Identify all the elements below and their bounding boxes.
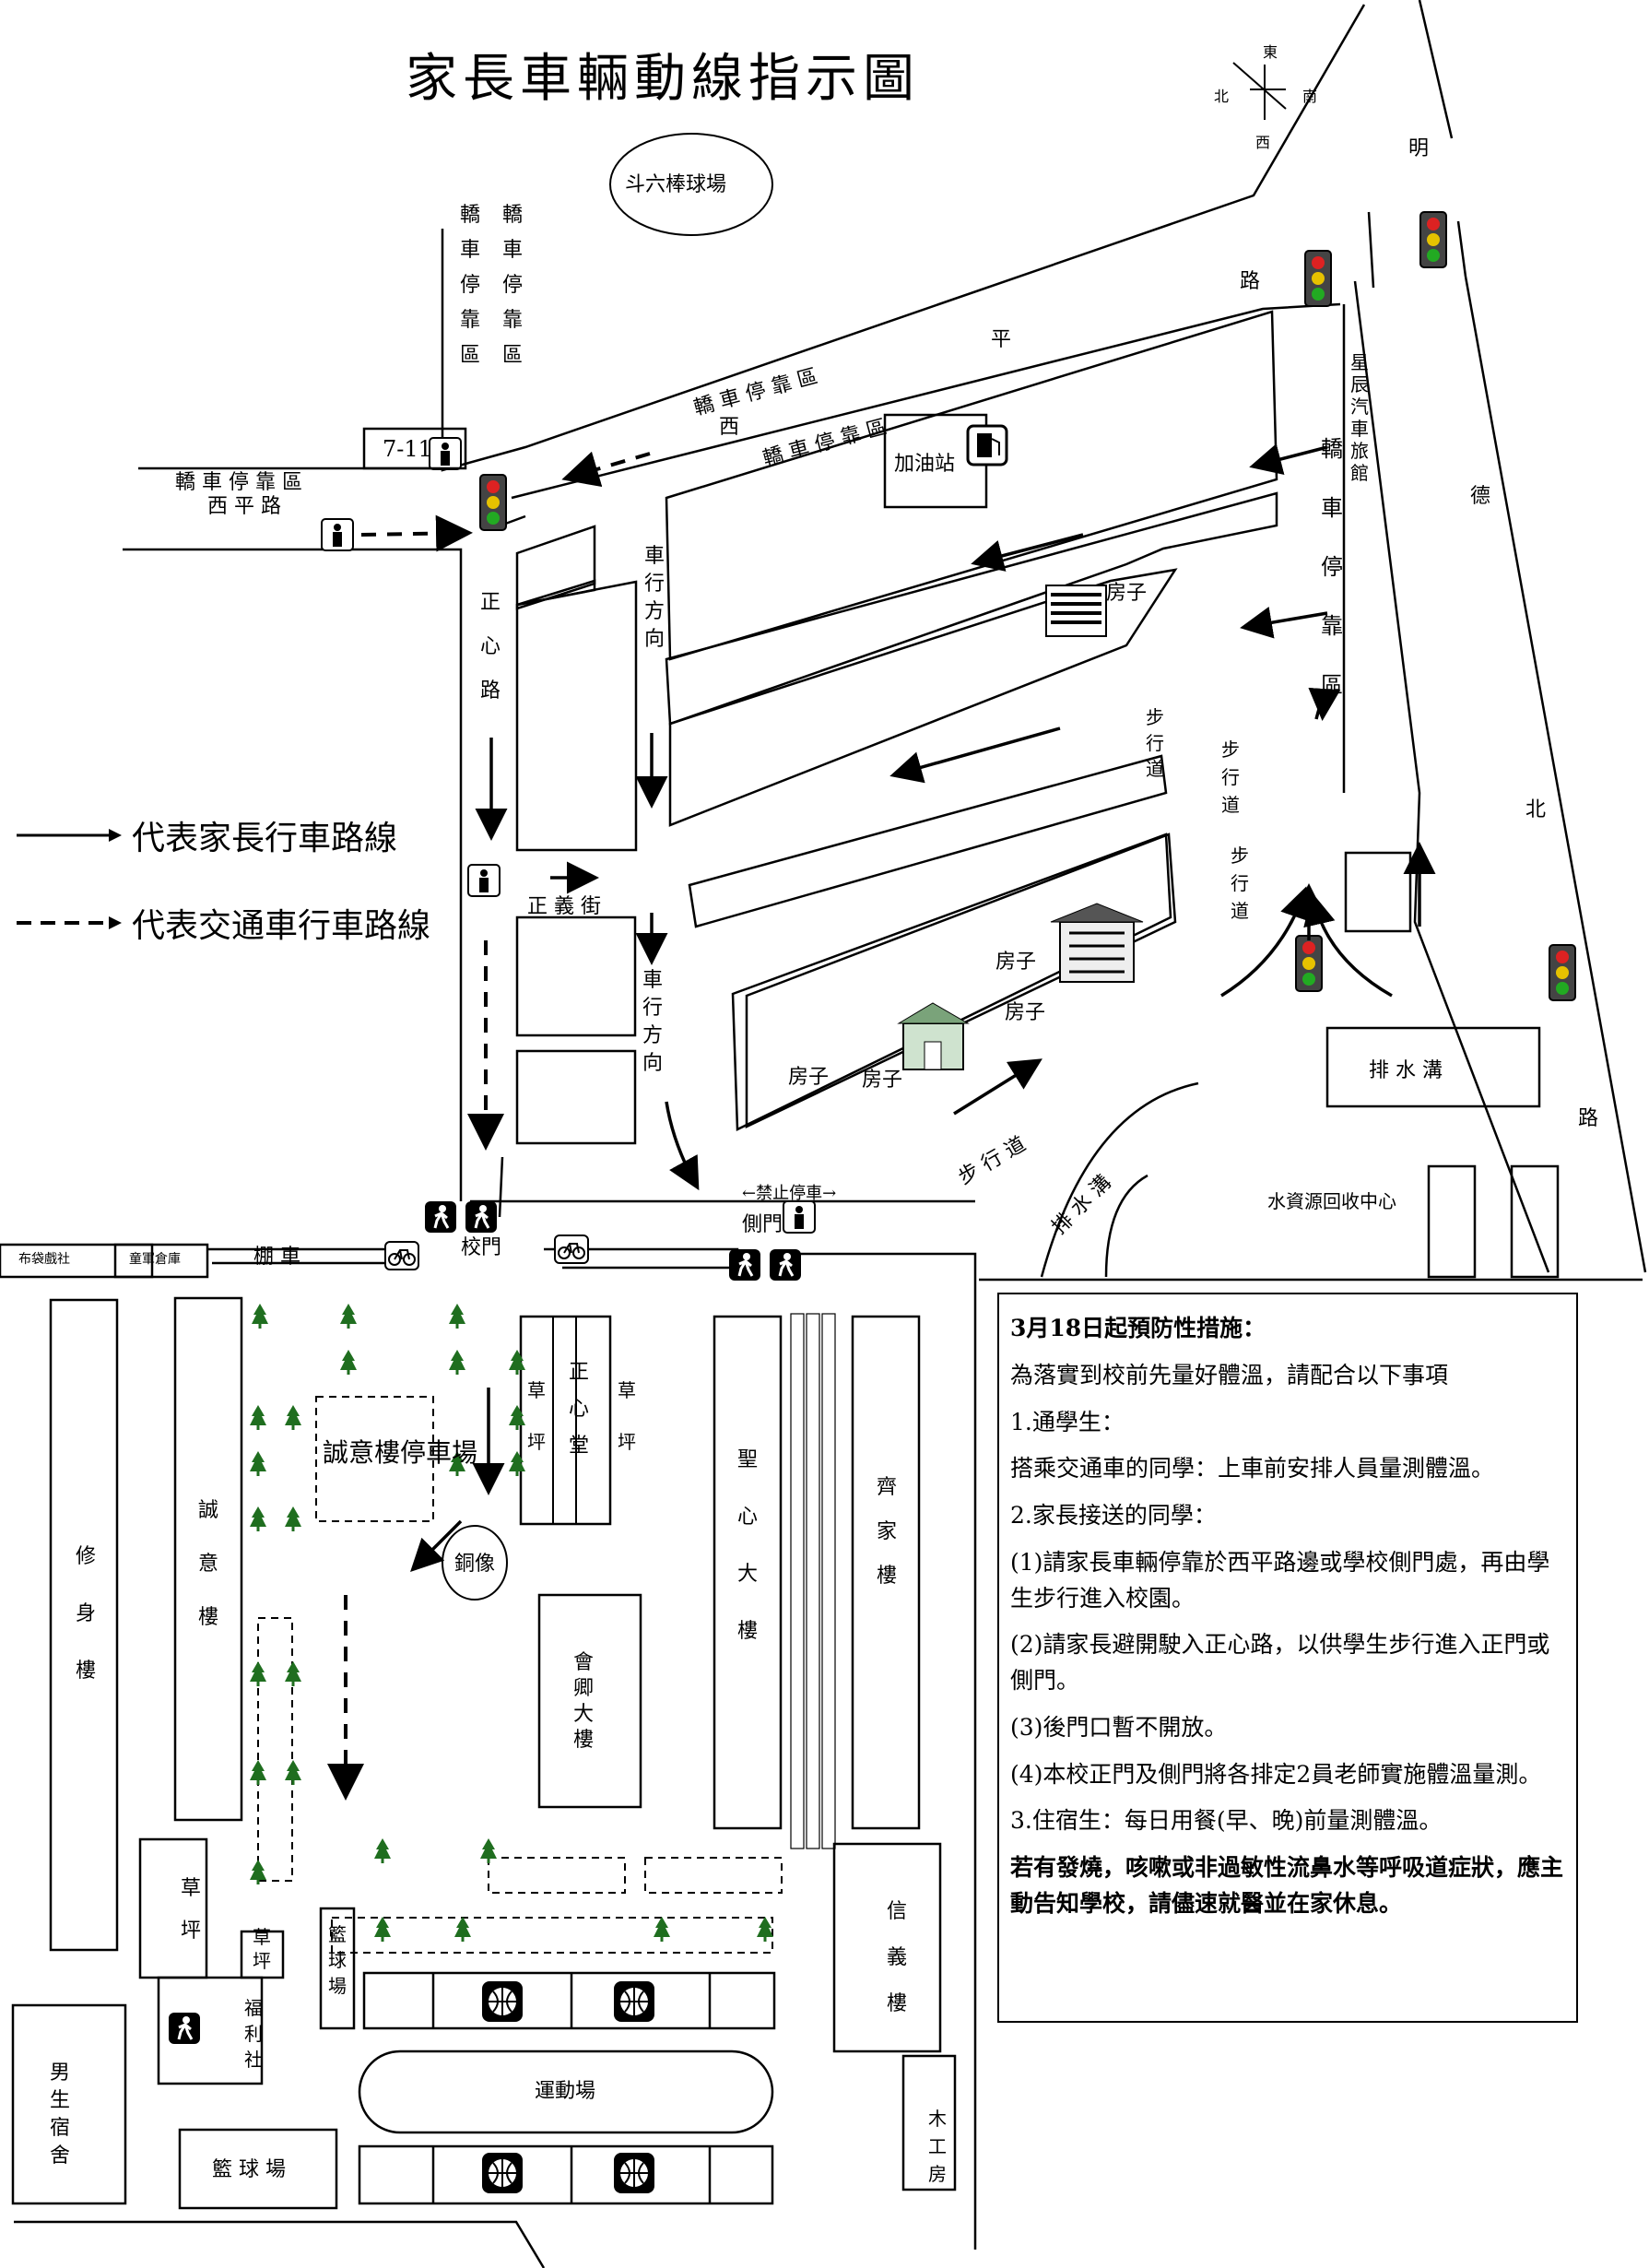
label-zhengxin-road: 正心路 xyxy=(480,591,501,703)
map-title: 家長車輛動線指示圖 xyxy=(406,49,920,109)
legend-dashed: 代表交通車行車路線 xyxy=(17,899,430,947)
label-huiqing: 會卿大樓 xyxy=(573,1651,594,1752)
parent-routes xyxy=(410,443,1436,1572)
gas-pump-icon xyxy=(966,424,1008,467)
label-shop-1: 布袋戲社 xyxy=(18,1252,70,1267)
label-parking-right: 轎車停靠區 xyxy=(1321,436,1343,698)
label-statue: 銅像 xyxy=(454,1553,495,1576)
label-drainage: 排 水 溝 xyxy=(1369,1059,1443,1082)
label-basketball-bottom: 籃 球 場 xyxy=(212,2158,286,2181)
label-bike-shed: 棚 車 xyxy=(253,1246,300,1269)
label-de: 德 xyxy=(1470,485,1490,508)
label-workshop: 木工房 xyxy=(928,2108,947,2185)
notice-intro: 為落實到校前先量好體溫，請配合以下事項 xyxy=(1010,1361,1449,1388)
label-seven-eleven: 7-11 xyxy=(383,436,432,462)
house-icon-2 xyxy=(1050,903,1144,983)
label-chengyi: 誠意樓 xyxy=(198,1499,218,1629)
label-house-2: 房子 xyxy=(995,951,1036,974)
label-basketball-v: 籃球場 xyxy=(328,1923,347,1997)
compass-east: 東 xyxy=(1263,43,1278,61)
dashed-arrow-icon xyxy=(17,916,122,929)
label-dorm: 男生宿舍 xyxy=(50,2061,70,2168)
shengxin-grid xyxy=(790,1313,836,1849)
legend-solid-label: 代表家長行車路線 xyxy=(132,820,398,857)
label-parking-vertical-1: 轎車停靠區 xyxy=(460,204,480,367)
buildings xyxy=(515,310,1541,1145)
vertical-labels: 轎車停靠區轎車停靠區正心路車行方向車行方向步行道步行道步行道星辰汽車旅館轎車停靠… xyxy=(50,204,1369,2185)
label-water-center: 水資源回收中心 xyxy=(1267,1190,1396,1212)
label-sidewalk-2: 步行道 xyxy=(1221,738,1240,816)
notice-item2: 2.家長接送的同學： xyxy=(1010,1502,1217,1529)
compass-west: 西 xyxy=(1255,134,1270,151)
label-parking-top: 轎 車 停 靠 區 xyxy=(691,365,820,420)
label-drainage-diag: 排 水 溝 xyxy=(1048,1171,1116,1239)
notice-item1-text: 搭乘交通車的同學：上車前安排人員量測體溫。 xyxy=(1010,1455,1495,1482)
label-parking-left: 轎 車 停 靠 區 xyxy=(175,471,302,494)
label-bei: 北 xyxy=(1525,798,1546,821)
label-house-5: 房子 xyxy=(862,1069,902,1092)
label-xiushen: 修身樓 xyxy=(76,1545,96,1683)
compass-north: 北 xyxy=(1214,88,1229,105)
campus-outline xyxy=(0,1081,1560,2268)
label-fulishe: 福利社 xyxy=(244,1997,263,2071)
label-lawn-a: 草坪 xyxy=(181,1877,201,1943)
label-xingchen-motel: 星辰汽車旅館 xyxy=(1350,351,1369,484)
label-sidewalk-diag: 步 行 道 xyxy=(955,1133,1031,1190)
label-ming: 明 xyxy=(1408,137,1429,160)
solid-arrow-icon xyxy=(17,829,122,842)
label-lawn-right: 草坪 xyxy=(618,1379,636,1453)
notice-item2-3: (3)後門口暫不開放。 xyxy=(1010,1713,1228,1741)
label-lawn-left: 草坪 xyxy=(527,1379,546,1453)
notice-item2-4: (4)本校正門及側門將各排定2員老師實施體溫量測。 xyxy=(1010,1760,1542,1788)
label-main-gate: 校門 xyxy=(461,1236,501,1259)
house-icon-1 xyxy=(1045,585,1107,637)
notice-box: 3月18日起預防性措施： 為落實到校前先量好體溫，請配合以下事項 1.通學生： … xyxy=(997,1293,1578,2023)
label-no-parking: ←禁止停車→ xyxy=(742,1184,836,1203)
label-qijia: 齊家樓 xyxy=(877,1476,897,1588)
label-zhengxin-hall: 正心堂 xyxy=(569,1361,589,1458)
notice-item2-2: (2)請家長避開駛入正心路，以供學生步行進入正門或側門。 xyxy=(1010,1631,1550,1694)
label-sports-field: 運動場 xyxy=(535,2080,595,2103)
notice-warning: 若有發燒，咳嗽或非過敏性流鼻水等呼吸道症狀，應主動告知學校，請儘速就醫並在家休息… xyxy=(1010,1854,1564,1917)
label-sidewalk-1: 步行道 xyxy=(1146,706,1164,780)
label-chengyi-parking: 誠意樓停車場 xyxy=(323,1437,477,1468)
compass: 東 北 南 西 xyxy=(1214,43,1317,151)
label-house-1: 房子 xyxy=(1106,582,1147,605)
notice-item2-1: (1)請家長車輛停靠於西平路邊或學校側門處，再由學生步行進入校園。 xyxy=(1010,1548,1550,1612)
label-lawn-b: 草坪 xyxy=(253,1926,271,1972)
notice-item1: 1.通學生： xyxy=(1010,1408,1125,1435)
trees xyxy=(250,1304,773,1942)
label-sidewalk-3: 步行道 xyxy=(1231,845,1249,922)
label-side-gate: 側門 xyxy=(742,1213,783,1236)
label-parking-vertical-2: 轎車停靠區 xyxy=(502,204,523,367)
stadium-label: 斗六棒球場 xyxy=(625,173,726,196)
label-lu-top: 路 xyxy=(1240,270,1260,293)
label-house-4: 房子 xyxy=(788,1066,829,1089)
legend-solid: 代表家長行車路線 xyxy=(17,811,397,859)
label-zhengyi: 正 義 街 xyxy=(527,895,601,918)
house-icon-3 xyxy=(897,1002,970,1070)
legend-dashed-label: 代表交通車行車路線 xyxy=(132,907,431,945)
bus-routes xyxy=(327,451,651,1801)
label-xiping-left: 西 平 路 xyxy=(207,495,281,518)
label-ping: 平 xyxy=(991,328,1011,351)
label-house-3: 房子 xyxy=(1005,1001,1045,1024)
label-car-direction-2: 車行方向 xyxy=(642,969,663,1075)
notice-item3: 3.住宿生：每日用餐(早、晚)前量測體溫。 xyxy=(1010,1807,1443,1835)
label-parking-top2: 轎 車 停 靠 區 xyxy=(760,416,889,471)
label-xi: 西 xyxy=(719,416,739,439)
label-lu-right: 路 xyxy=(1578,1107,1598,1130)
seven-eleven-box xyxy=(362,427,467,470)
label-xinyi: 信義樓 xyxy=(887,1900,907,2015)
baseball-stadium xyxy=(609,133,773,236)
label-car-direction-1: 車行方向 xyxy=(644,545,665,651)
notice-heading: 3月18日起預防性措施： xyxy=(1010,1315,1266,1341)
label-shop-2: 童軍倉庫 xyxy=(129,1251,181,1267)
label-shengxin: 聖心大樓 xyxy=(737,1448,758,1643)
label-gas-station: 加油站 xyxy=(894,453,955,476)
